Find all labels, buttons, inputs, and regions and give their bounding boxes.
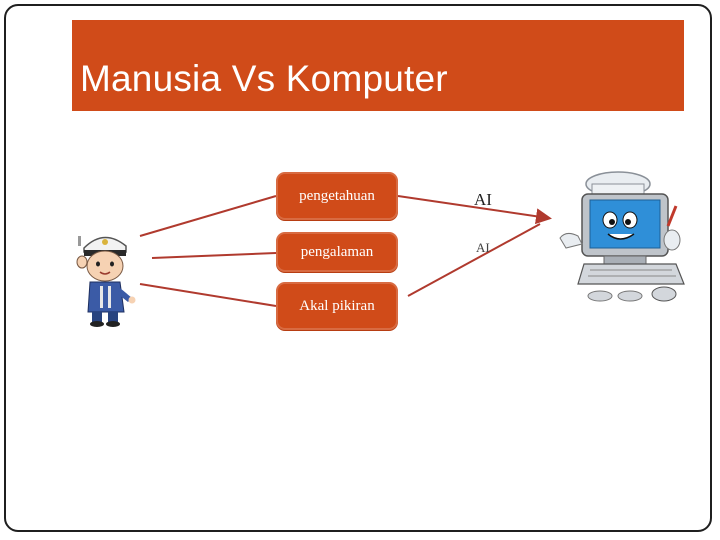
node-akal-pikiran-label: Akal pikiran bbox=[299, 298, 375, 314]
output-label-ai-primary: AI bbox=[474, 190, 492, 209]
connector-person-node-1 bbox=[139, 195, 277, 237]
connector-node-3-computer bbox=[407, 223, 541, 297]
computer-mascot-icon bbox=[559, 171, 685, 302]
node-pengalaman: pengalaman bbox=[276, 232, 398, 272]
node-pengetahuan: pengetahuan bbox=[276, 172, 398, 220]
police-cartoon-icon bbox=[76, 236, 136, 327]
title-bar: Manusia Vs Komputer bbox=[72, 20, 684, 111]
connector-person-node-3 bbox=[139, 283, 277, 307]
output-label-ai-secondary: AI bbox=[476, 240, 490, 255]
node-pengetahuan-label: pengetahuan bbox=[299, 188, 375, 204]
connector-person-node-2 bbox=[151, 252, 277, 259]
node-pengalaman-label: pengalaman bbox=[300, 244, 374, 260]
slide-title: Manusia Vs Komputer bbox=[80, 58, 448, 99]
node-akal-pikiran: Akal pikiran bbox=[276, 282, 398, 330]
connector-node-1-computer bbox=[397, 195, 552, 225]
